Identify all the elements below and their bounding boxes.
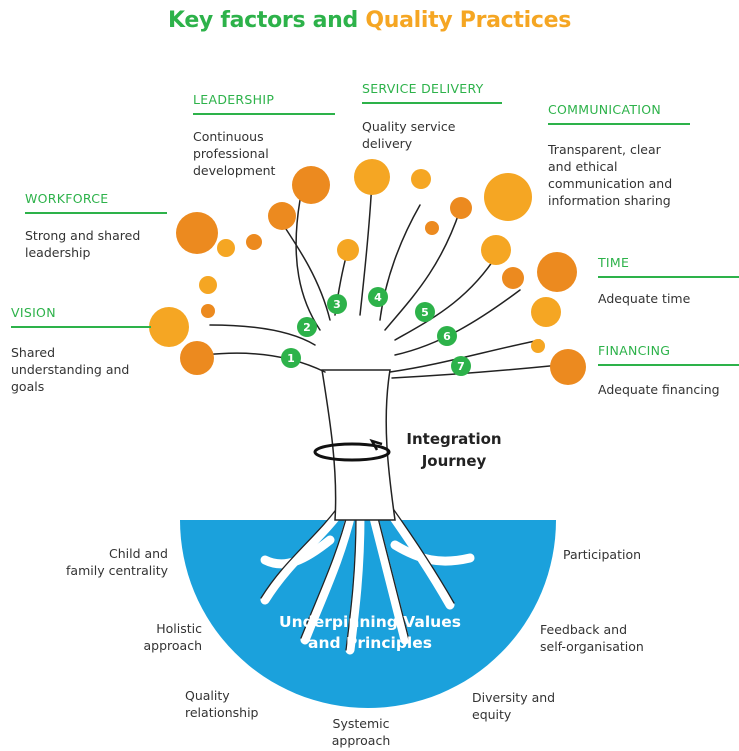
diagram-title: Key factors and Quality Practices xyxy=(0,8,739,33)
marker-3: 3 xyxy=(333,298,341,311)
category-service-delivery: SERVICE DELIVERY xyxy=(362,81,502,104)
category-time: TIME xyxy=(598,255,739,278)
marker-2: 2 xyxy=(303,321,311,334)
leaf xyxy=(425,221,439,235)
factor-vision: Shared understanding and goals xyxy=(11,345,130,394)
category-financing: FINANCING xyxy=(598,343,739,366)
category-leadership: LEADERSHIP xyxy=(193,92,335,115)
category-vision: VISION xyxy=(11,305,151,328)
leaf xyxy=(481,235,511,265)
category-workforce: WORKFORCE xyxy=(25,191,167,214)
leaf xyxy=(217,239,235,257)
leaf xyxy=(354,159,390,195)
leaf xyxy=(149,307,189,347)
leaf xyxy=(550,349,586,385)
factor-communication: Transparent, clear and ethical communica… xyxy=(548,142,673,208)
leaf xyxy=(246,234,262,250)
leaf xyxy=(180,341,214,375)
roots xyxy=(260,500,475,655)
leaf xyxy=(268,202,296,230)
marker-1: 1 xyxy=(287,352,295,365)
integration-journey-label: Integration Journey xyxy=(406,430,502,470)
leaf xyxy=(176,212,218,254)
leaf xyxy=(201,304,215,318)
factor-service-delivery: Quality service delivery xyxy=(362,119,456,151)
marker-4: 4 xyxy=(374,291,382,304)
roots-outline xyxy=(260,502,455,651)
branches xyxy=(204,179,561,379)
integration-ring-icon xyxy=(313,438,391,462)
underpinning-values-label: Underpinning Values and Principles xyxy=(279,613,461,652)
title-part-1: Key factors and xyxy=(167,8,358,33)
factor-time: Adequate time xyxy=(598,291,691,306)
leaves xyxy=(149,159,586,385)
marker-6: 6 xyxy=(443,330,451,343)
leaf xyxy=(199,276,217,294)
leaf xyxy=(502,267,524,289)
marker-5: 5 xyxy=(421,306,429,319)
leaf xyxy=(450,197,472,219)
category-communication: COMMUNICATION xyxy=(548,102,690,125)
leaf xyxy=(484,173,532,221)
title-part-2: Quality Practices xyxy=(365,8,572,33)
leaf xyxy=(537,252,577,292)
leaf xyxy=(411,169,431,189)
factor-workforce: Strong and shared leadership xyxy=(25,228,141,260)
leaf xyxy=(292,166,330,204)
number-markers: 1 2 3 4 5 6 7 xyxy=(281,287,471,376)
leaf xyxy=(531,339,545,353)
marker-7: 7 xyxy=(457,360,465,373)
factor-leadership: Continuous professional development xyxy=(193,129,276,178)
leaf xyxy=(337,239,359,261)
value-participation: Participation xyxy=(563,547,642,562)
leaf xyxy=(531,297,561,327)
factor-financing: Adequate financing xyxy=(598,382,720,397)
